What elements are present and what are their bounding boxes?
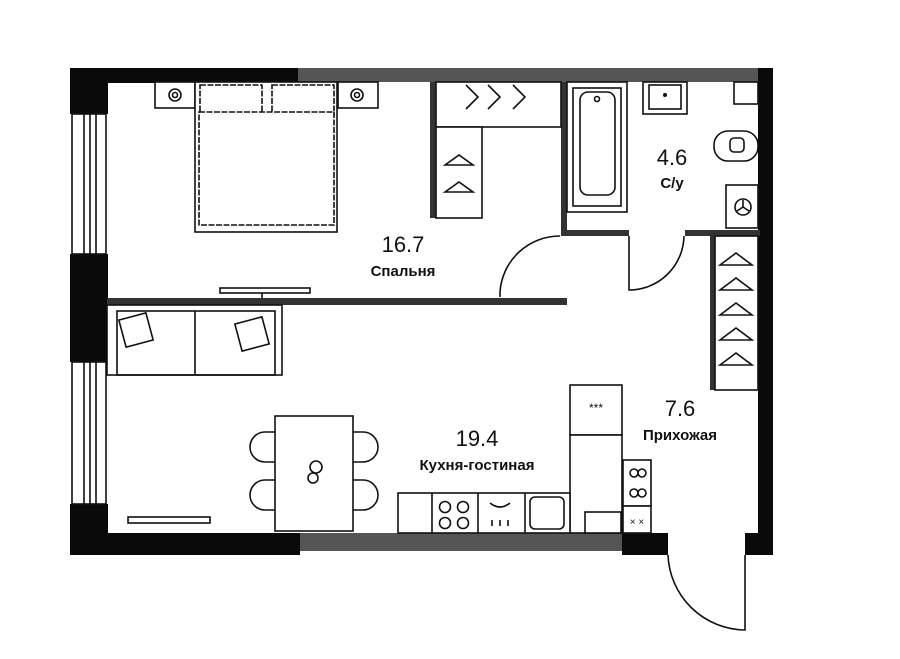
door-bedroom[interactable]	[499, 235, 561, 297]
wardrobe-bedroom	[435, 81, 562, 219]
boiler	[733, 81, 759, 105]
toilet	[713, 130, 759, 162]
sink-bathroom	[642, 81, 688, 115]
window-living	[71, 361, 107, 505]
area-value: 7.6	[665, 396, 696, 421]
area-value: 19.4	[456, 426, 499, 451]
outer-walls	[70, 68, 773, 555]
svg-text:× ×: × ×	[630, 517, 645, 528]
area-value: 4.6	[657, 145, 688, 170]
room-label-bedroom: 16.7 Спальня	[371, 232, 436, 280]
door-entrance[interactable]	[667, 554, 746, 631]
area-value: 16.7	[382, 232, 425, 257]
bathtub	[566, 81, 628, 213]
window-bedroom	[71, 113, 107, 255]
dining-table	[249, 415, 379, 532]
room-name: Спальня	[371, 263, 436, 280]
wardrobe-hallway	[714, 235, 759, 391]
washing-machine	[725, 184, 759, 229]
sofa	[106, 304, 283, 376]
room-name: С/у	[660, 175, 684, 192]
room-name: Кухня-гостиная	[420, 457, 535, 474]
bed	[154, 81, 379, 233]
tv-stand-living	[127, 516, 211, 524]
door-bathroom[interactable]	[628, 235, 685, 291]
svg-text:***: ***	[589, 401, 603, 415]
room-name: Прихожая	[643, 427, 717, 444]
room-label-hallway: 7.6 Прихожая	[643, 396, 717, 444]
kitchen-counter: *** × ×	[397, 384, 652, 534]
tv-stand	[219, 287, 311, 298]
room-label-kitchen-living: 19.4 Кухня-гостиная	[420, 426, 535, 474]
room-label-bathroom: 4.6 С/у	[657, 145, 688, 192]
partitions	[107, 82, 760, 390]
